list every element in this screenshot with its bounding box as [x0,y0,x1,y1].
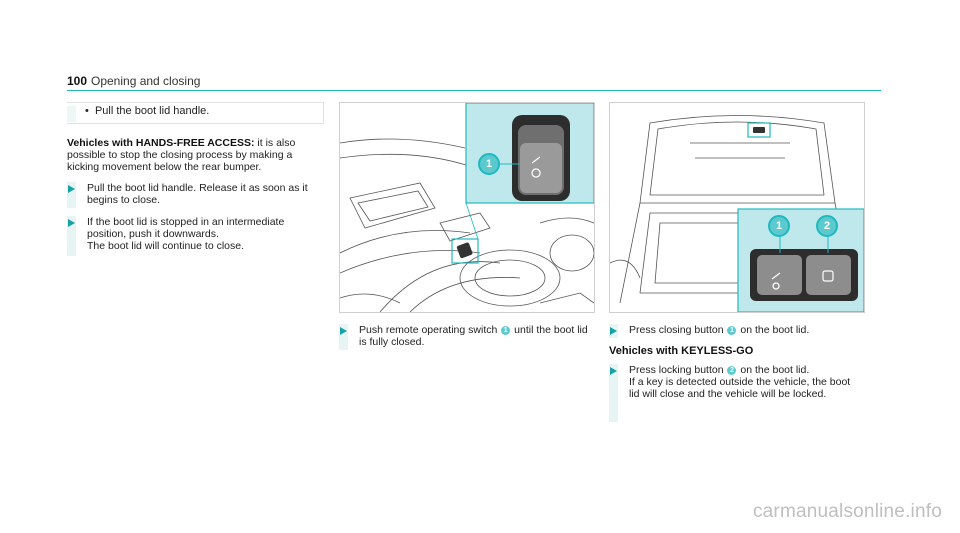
step-pull-handle: Pull the boot lid handle. Release it as … [67,182,323,208]
step-text-part: Press locking button [629,364,727,376]
hands-free-heading: Vehicles with HANDS-FREE ACCESS: [67,137,255,149]
interior-figure: 1 [339,102,595,313]
step-push-switch: Push remote operating switch 1 until the… [339,324,593,350]
step-press-locking: Press locking button 2 on the boot lid. … [609,364,863,422]
arrow-right-icon [68,219,75,227]
step-text-part: until the boot lid is fully closed. [359,324,588,348]
callout-1-badge: 1 [768,215,790,237]
step-bar [67,182,76,208]
hands-free-text: it is also possible to stop the closing … [67,137,296,173]
step-press-closing: Press closing button 1 on the boot lid. [609,324,863,338]
page-header: 100 Opening and closing [67,72,881,91]
step-text-part: on the boot lid. [737,324,810,336]
note-box: • Pull the boot lid handle. [67,102,324,124]
step-bar [67,216,76,256]
arrow-right-icon [68,185,75,193]
step-text-part: Push remote operating switch [359,324,501,336]
step-text: Press closing button 1 on the boot lid. [629,324,859,336]
callout-1-inline: 1 [727,326,737,335]
step-text: Push remote operating switch 1 until the… [359,324,589,348]
callout-2-inline: 2 [727,366,737,375]
note-bullet: • Pull the boot lid handle. [85,105,210,117]
arrow-right-icon [340,327,347,335]
section-title: Opening and closing [91,74,201,88]
step-bar [339,324,348,350]
arrow-right-icon [610,367,617,375]
note-marker [67,106,76,122]
step-text: Press locking button 2 on the boot lid. … [629,364,859,400]
page-number: 100 [67,74,88,88]
hands-free-paragraph: Vehicles with HANDS-FREE ACCESS: it is a… [67,137,319,173]
step-bar [609,364,618,422]
step-text-part: Press closing button [629,324,727,336]
callout-2-badge: 2 [816,215,838,237]
keyless-go-heading: Vehicles with KEYLESS-GO [609,345,754,357]
boot-illustration [610,115,864,312]
step-push-down: If the boot lid is stopped in an interme… [67,216,323,256]
step-text-part: on the boot lid. If a key is detected ou… [629,364,851,400]
callout-1-inline: 1 [501,326,511,335]
boot-figure: 1 2 [609,102,865,313]
watermark: carmanualsonline.info [752,501,942,522]
arrow-right-icon [610,327,617,335]
callout-1-badge: 1 [478,153,500,175]
step-text: Pull the boot lid handle. Release it as … [87,182,308,206]
step-text: If the boot lid is stopped in an interme… [87,216,285,252]
interior-illustration [340,103,594,312]
note-bullet-text: Pull the boot lid handle. [94,105,210,117]
